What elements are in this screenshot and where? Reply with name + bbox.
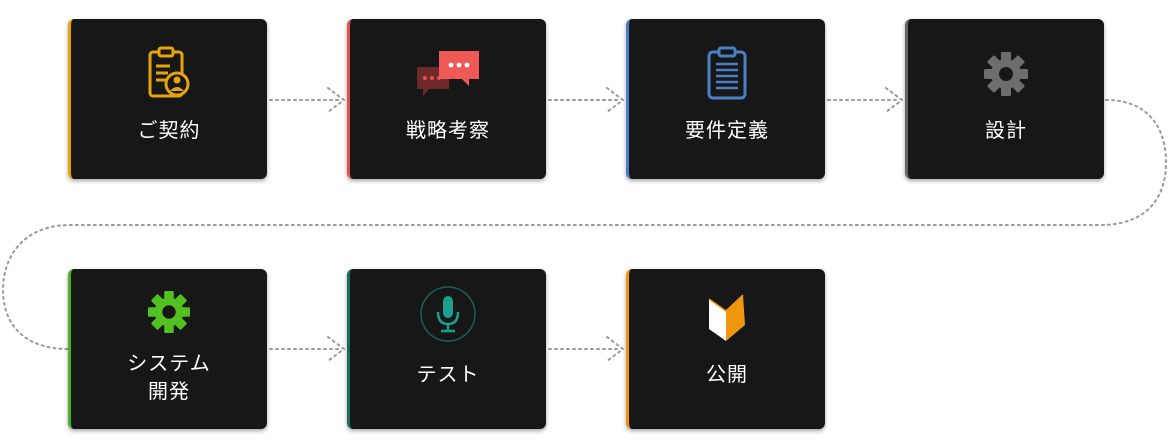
step-label: 要件定義 [685,118,769,142]
step-card-contract: ご契約 [68,19,267,179]
clipboard-person-icon [71,45,267,103]
step-card-test: テスト [347,269,546,429]
gear-icon [71,287,267,337]
step-label: 公開 [706,362,748,386]
arrow-head-2-3 [606,87,625,113]
step-card-strategy: 戦略考察 [347,19,546,179]
microphone-icon [350,285,546,343]
connector-4-5 [1,99,1168,350]
chat-bubbles-icon [350,45,546,103]
step-card-design: 設計 [905,19,1104,179]
step-label: テスト [416,362,480,386]
step-card-development: システム 開発 [68,269,267,429]
step-label: ご契約 [137,118,201,142]
arrow-head-3-4 [885,87,904,113]
step-label: 戦略考察 [406,118,490,142]
arrow-head-5-6 [327,336,346,362]
arrow-head-6-7 [606,336,625,362]
step-card-launch: 公開 [626,269,825,429]
beginner-mark-icon [629,289,825,347]
step-label: 設計 [985,118,1027,142]
clipboard-list-icon [629,45,825,103]
step-card-requirements: 要件定義 [626,19,825,179]
step-label-line: システム [127,351,211,375]
arrow-head-1-2 [327,87,346,113]
step-label: システム 開発 [71,349,267,405]
gear-icon [908,45,1104,103]
step-label-line: 開発 [148,379,190,403]
